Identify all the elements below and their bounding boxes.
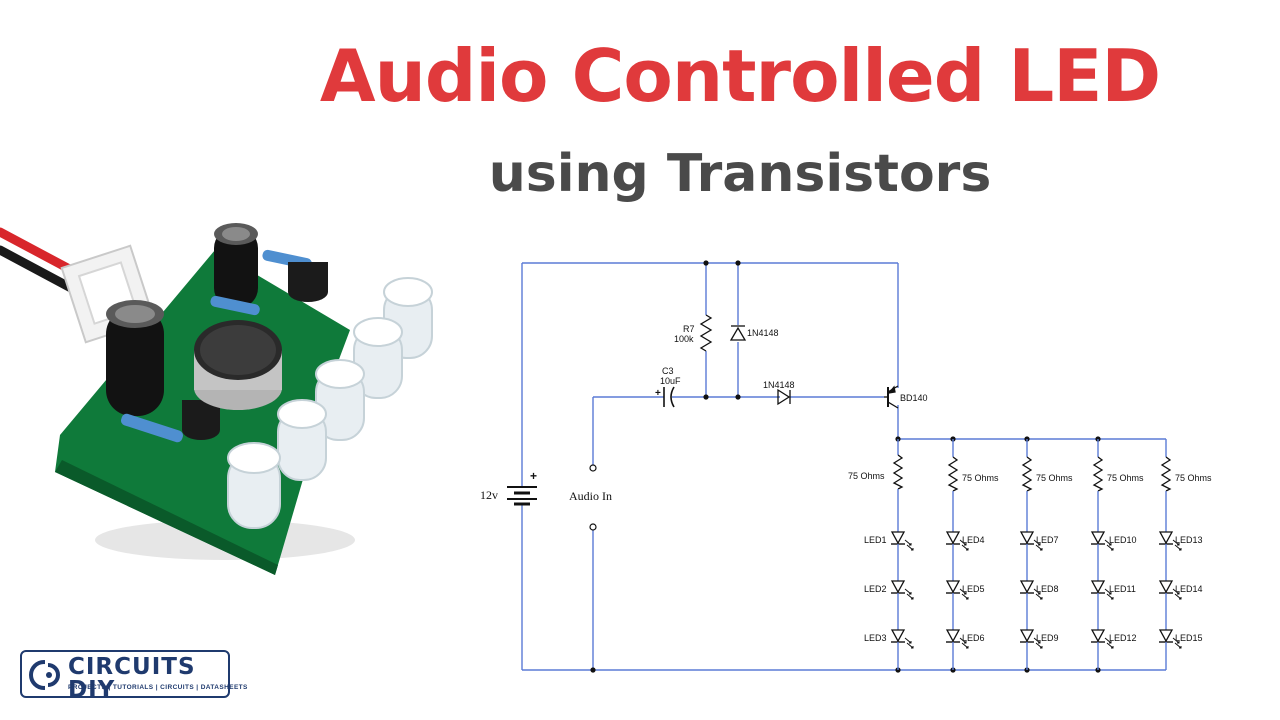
led-label: LED10 [1109, 535, 1137, 545]
led-light-arrows [1172, 588, 1182, 600]
led-light-arrows [959, 637, 969, 649]
branch-resistor-label: 75 Ohms [1036, 473, 1073, 483]
led-label: LED11 [1109, 584, 1136, 594]
led-light-arrows [959, 539, 969, 551]
led-symbol [1158, 629, 1174, 643]
led-symbol [1090, 580, 1106, 594]
led-symbol [1158, 531, 1174, 545]
diode-series-label: 1N4148 [763, 380, 795, 390]
led-symbol [1158, 580, 1174, 594]
audio-in-terminal-top [589, 464, 597, 472]
capacitor-c3 [663, 386, 675, 408]
led-label: LED9 [1036, 633, 1059, 643]
resistor-r7 [699, 314, 713, 352]
led-symbol [1019, 531, 1035, 545]
led-label: LED6 [962, 633, 985, 643]
schematic-wires [521, 262, 1166, 671]
led-symbol [945, 531, 961, 545]
page-title: Audio Controlled LED [319, 34, 1161, 118]
led-symbol [890, 629, 906, 643]
led-light-arrows [1172, 637, 1182, 649]
capacitor-value: 10uF [660, 376, 681, 386]
led-label: LED5 [962, 584, 985, 594]
branch-resistor-label: 75 Ohms [1107, 473, 1144, 483]
led-light-arrows [1104, 588, 1114, 600]
diode-upper-label: 1N4148 [747, 328, 779, 338]
logo-tagline: PROJECTS | TUTORIALS | CIRCUITS | DATASH… [68, 684, 248, 691]
diode-series [777, 388, 791, 406]
branch-resistor-label: 75 Ohms [848, 471, 885, 481]
battery-symbol [507, 486, 537, 506]
led-label: LED2 [864, 584, 887, 594]
brand-logo: CIRCUITS DIY PROJECTS | TUTORIALS | CIRC… [20, 650, 247, 702]
capacitor-ref: C3 [662, 366, 674, 376]
led-symbol [890, 531, 906, 545]
branch-resistor [947, 456, 959, 492]
battery-plus: + [530, 469, 537, 483]
led-light-arrows [1033, 588, 1043, 600]
led-label: LED7 [1036, 535, 1059, 545]
led-symbol [1019, 580, 1035, 594]
led-light-arrows [1104, 539, 1114, 551]
led-label: LED14 [1175, 584, 1203, 594]
led-symbol [1019, 629, 1035, 643]
branch-resistor-label: 75 Ohms [962, 473, 999, 483]
led-light-arrows [1033, 539, 1043, 551]
led-label: LED13 [1175, 535, 1203, 545]
led-symbol [945, 580, 961, 594]
audio-in-terminal-bottom [589, 523, 597, 531]
branch-resistor [1160, 456, 1172, 492]
led-label: LED15 [1175, 633, 1203, 643]
branch-resistor [1092, 456, 1104, 492]
led-label: LED12 [1109, 633, 1137, 643]
transistor-bd140 [884, 385, 899, 409]
resistor-r7-value: 100k [674, 334, 694, 344]
circuit-board-photo [0, 223, 433, 575]
led-light-arrows [904, 539, 914, 551]
logo-circuit-icon [29, 659, 61, 691]
battery-label: 12v [480, 488, 498, 502]
capacitor-plus: + [655, 388, 661, 399]
branch-resistor-label: 75 Ohms [1175, 473, 1212, 483]
led-symbol [945, 629, 961, 643]
transistor-label: BD140 [900, 393, 928, 403]
resistor-r7-ref: R7 [683, 324, 695, 334]
led-light-arrows [1104, 637, 1114, 649]
branch-resistor [1021, 456, 1033, 492]
led-light-arrows [959, 588, 969, 600]
led-symbol [890, 580, 906, 594]
led-label: LED8 [1036, 584, 1059, 594]
audio-in-label: Audio In [569, 489, 612, 503]
led-light-arrows [904, 637, 914, 649]
led-label: LED4 [962, 535, 985, 545]
led-symbol [1090, 629, 1106, 643]
led-label: LED1 [864, 535, 887, 545]
branch-resistor [892, 454, 904, 490]
led-light-arrows [1033, 637, 1043, 649]
logo-brand-text: CIRCUITS DIY [68, 654, 196, 703]
diode-upper [729, 325, 747, 341]
led-symbol [1090, 531, 1106, 545]
led-label: LED3 [864, 633, 887, 643]
led-light-arrows [904, 588, 914, 600]
page-subtitle: using Transistors [488, 144, 992, 204]
led-light-arrows [1172, 539, 1182, 551]
